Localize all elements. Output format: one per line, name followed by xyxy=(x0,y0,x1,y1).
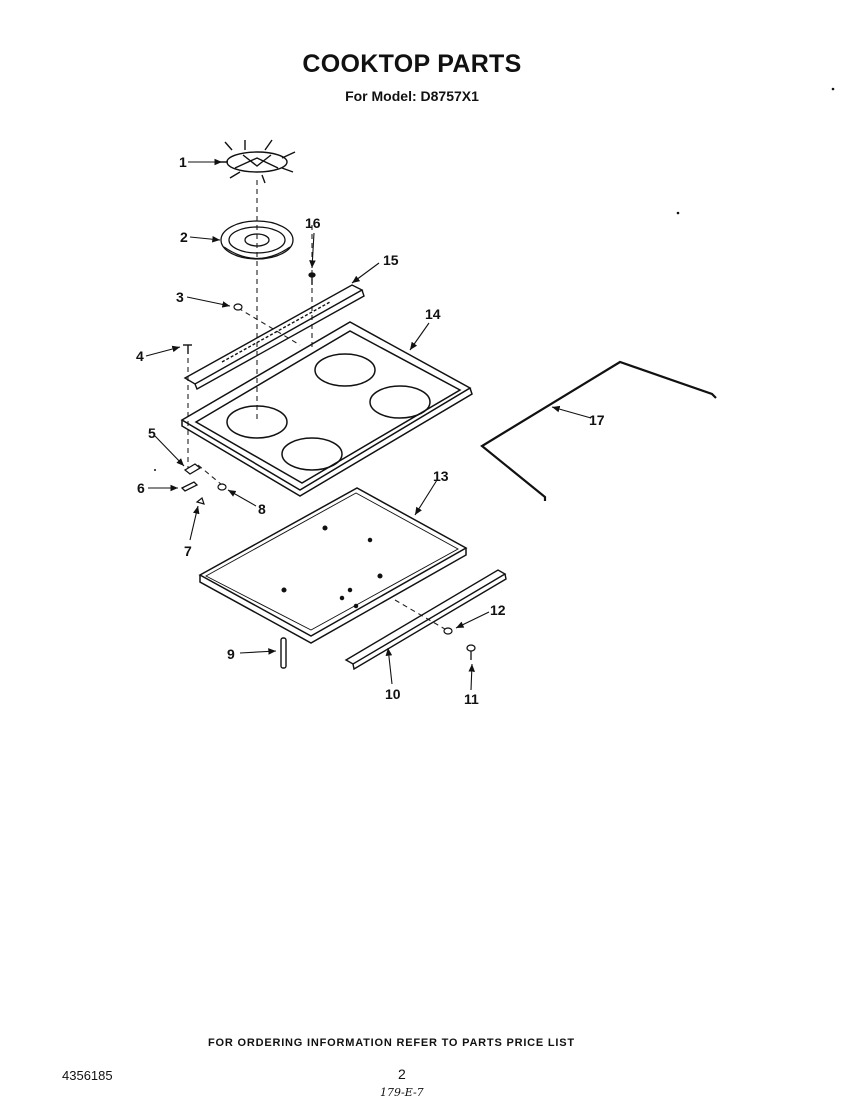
page-number: 2 xyxy=(398,1066,406,1082)
handwritten-code: 179-E-7 xyxy=(380,1086,424,1099)
screw-16 xyxy=(308,272,316,285)
model-subtitle: For Model: D8757X1 xyxy=(345,88,479,104)
callout-labels: 1 2 3 4 5 6 7 8 9 10 11 12 13 14 15 16 1… xyxy=(136,154,605,707)
callout-14: 14 xyxy=(425,306,441,322)
callout-3: 3 xyxy=(176,289,184,305)
document-number: 4356185 xyxy=(62,1068,113,1083)
callout-17: 17 xyxy=(589,412,605,428)
callout-13: 13 xyxy=(433,468,449,484)
clip-12 xyxy=(443,627,453,635)
callout-4: 4 xyxy=(136,348,144,364)
rear-trim-strip xyxy=(183,284,365,390)
page-title: COOKTOP PARTS xyxy=(302,50,522,78)
callout-7: 7 xyxy=(184,543,192,559)
cooktop-main-top xyxy=(180,321,473,497)
clip-7 xyxy=(195,496,205,505)
drip-bowl xyxy=(220,220,294,260)
bracket-5 xyxy=(183,463,202,475)
callout-11: 11 xyxy=(464,691,479,707)
callout-2: 2 xyxy=(180,229,188,245)
screw-4 xyxy=(183,344,192,354)
callout-8: 8 xyxy=(258,501,266,517)
callout-15: 15 xyxy=(383,252,399,268)
callout-16: 16 xyxy=(305,215,321,231)
callout-leaders xyxy=(145,158,592,691)
front-trim-strip xyxy=(344,569,507,671)
wire-frame xyxy=(480,360,717,501)
ordering-info-note: FOR ORDERING INFORMATION REFER TO PARTS … xyxy=(208,1037,575,1049)
screw-8 xyxy=(217,483,227,491)
callout-1: 1 xyxy=(179,154,187,170)
callout-5: 5 xyxy=(148,425,156,441)
burner-element xyxy=(218,139,296,184)
screw-11 xyxy=(466,644,476,660)
bottom-panel xyxy=(198,487,468,644)
callout-9: 9 xyxy=(227,646,235,662)
scan-specks xyxy=(154,87,835,471)
callout-10: 10 xyxy=(385,686,401,702)
callout-6: 6 xyxy=(137,480,145,496)
leg-9 xyxy=(280,637,287,669)
clip-3 xyxy=(233,303,243,311)
spacer-6 xyxy=(180,481,199,492)
callout-12: 12 xyxy=(490,602,506,618)
